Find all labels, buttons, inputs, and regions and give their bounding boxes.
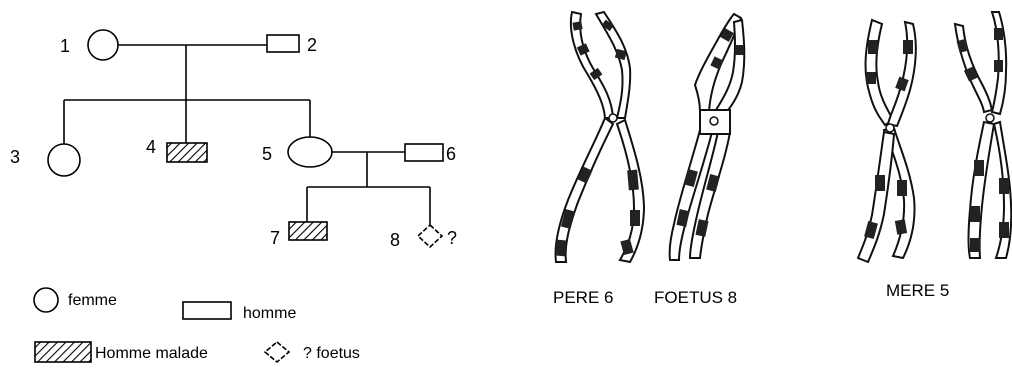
chromosome-father bbox=[555, 12, 644, 262]
affected-male-4-symbol bbox=[167, 143, 207, 162]
label-individual-7: 7 bbox=[270, 228, 280, 248]
label-individual-3: 3 bbox=[10, 147, 20, 167]
legend-fetus-label: ? foetus bbox=[303, 345, 360, 362]
legend-female-symbol bbox=[34, 288, 58, 312]
fetus-8-symbol bbox=[418, 225, 442, 247]
label-individual-8: 8 bbox=[390, 230, 400, 250]
legend: femme homme Homme malade ? foetus bbox=[34, 288, 360, 362]
female-1-symbol bbox=[88, 30, 118, 60]
label-individual-4: 4 bbox=[146, 137, 156, 157]
caption-foetus-8: FOETUS 8 bbox=[654, 288, 737, 307]
fetus-question-mark: ? bbox=[447, 228, 457, 248]
female-3-symbol bbox=[48, 144, 80, 176]
label-individual-2: 2 bbox=[307, 35, 317, 55]
legend-male-label: homme bbox=[243, 305, 296, 322]
female-5-symbol bbox=[288, 137, 332, 167]
male-2-symbol bbox=[267, 35, 299, 52]
chromosome-mother-left bbox=[858, 20, 916, 262]
label-individual-5: 5 bbox=[262, 144, 272, 164]
legend-male-symbol bbox=[183, 302, 231, 319]
legend-fetus-symbol bbox=[265, 342, 289, 362]
legend-female-label: femme bbox=[68, 292, 117, 309]
male-6-symbol bbox=[405, 144, 443, 161]
chromosome-fetus bbox=[670, 14, 745, 260]
label-individual-1: 1 bbox=[60, 36, 70, 56]
pedigree-tree: 1 2 3 4 5 6 7 8 ? bbox=[10, 30, 457, 250]
legend-affected-male-symbol bbox=[35, 342, 91, 362]
chromosome-mother-right bbox=[955, 12, 1011, 258]
label-individual-6: 6 bbox=[446, 144, 456, 164]
caption-mere-5: MERE 5 bbox=[886, 281, 949, 300]
caption-pere-6: PERE 6 bbox=[553, 288, 613, 307]
affected-male-7-symbol bbox=[289, 222, 327, 240]
legend-affected-male-label: Homme malade bbox=[95, 345, 208, 362]
